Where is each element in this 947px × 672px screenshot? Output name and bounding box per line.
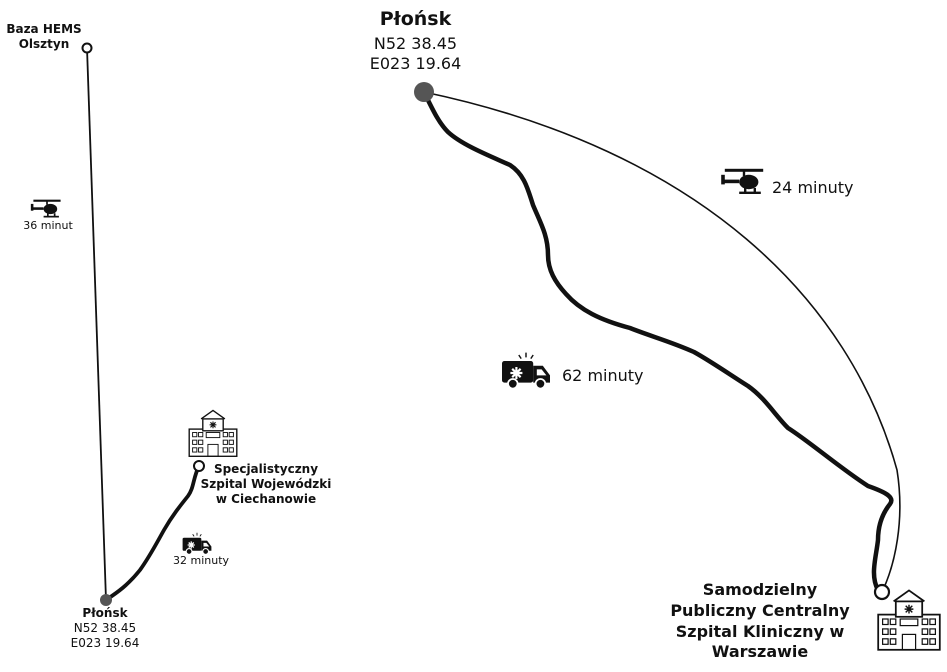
hospital-left-line3: w Ciechanowie (215, 492, 317, 506)
origin-lat-left: N52 38.45 (73, 621, 137, 635)
base-marker (81, 42, 93, 54)
base-name-line2: Olsztyn (18, 37, 70, 51)
heli-time-left: 36 minut (23, 219, 73, 232)
hospital-icon (877, 589, 941, 651)
origin-lon-right: E023 19.64 (369, 53, 462, 73)
road-route-left (104, 464, 201, 602)
origin-label-right: Płońsk N52 38.45 E023 19.64 (358, 8, 473, 74)
road-route-right (421, 89, 894, 593)
hospital-icon (188, 409, 238, 457)
origin-name-right: Płońsk (379, 8, 452, 30)
hospital-label-left: Specjalistyczny Szpital Wojewódzki w Cie… (196, 462, 336, 507)
ambulance-time-right: 62 minuty (562, 366, 644, 385)
hospital-marker-right (873, 583, 891, 601)
hospital-right-line4: Warszawie (711, 642, 809, 662)
heli-route-right (423, 91, 901, 593)
origin-marker-right (414, 82, 434, 102)
origin-label-left: Płońsk N52 38.45 E023 19.64 (60, 606, 150, 651)
heli-time-right: 24 minuty (772, 178, 854, 197)
ambulance-icon (181, 532, 213, 556)
hospital-left-line2: Szpital Wojewódzki (200, 477, 332, 491)
base-label: Baza HEMS Olsztyn (4, 22, 84, 52)
hospital-label-right: Samodzielny Publiczny Centralny Szpital … (655, 580, 865, 663)
origin-lon-left: E023 19.64 (70, 636, 140, 650)
origin-lat-right: N52 38.45 (373, 33, 458, 53)
origin-marker-left (100, 594, 112, 606)
origin-name-left: Płońsk (82, 606, 128, 620)
base-name-line1: Baza HEMS (6, 22, 82, 36)
hospital-right-line2: Publiczny Centralny (670, 600, 850, 620)
hospital-marker-left (193, 460, 205, 472)
hospital-right-line3: Szpital Kliniczny w (675, 621, 845, 641)
hospital-right-line1: Samodzielny (702, 580, 818, 599)
heli-route-left (86, 47, 107, 601)
helicopter-icon (30, 199, 61, 218)
ambulance-icon (500, 351, 552, 390)
hospital-left-line1: Specjalistyczny (213, 462, 319, 476)
ambulance-time-left: 32 minuty (172, 554, 230, 567)
helicopter-icon (721, 168, 764, 194)
